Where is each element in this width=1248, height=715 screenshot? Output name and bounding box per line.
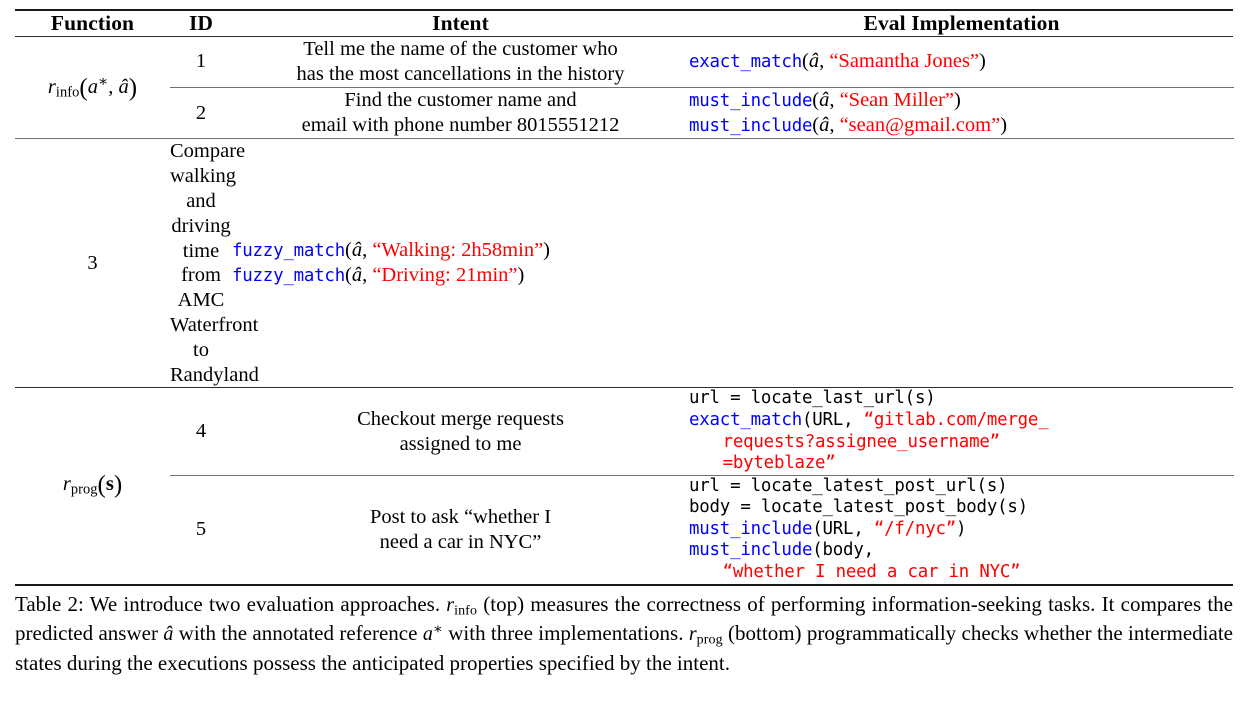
caption-math-a-hat: â <box>163 623 174 646</box>
function-subscript: info <box>55 85 80 102</box>
intent-line: need a car in NYC” <box>379 530 542 553</box>
row-rule <box>170 474 1234 476</box>
function-symbol: r <box>62 473 71 496</box>
intent-4: Checkout merge requests assigned to me <box>232 388 689 474</box>
table-row: 5 Post to ask “whether I need a car in N… <box>15 476 1234 584</box>
eval-impl-3: fuzzy_match(â, “Walking: 2h58min”) fuzzy… <box>232 139 689 387</box>
intent-line: Post to ask “whether I <box>369 505 552 528</box>
caption-math-r-prog: rprog <box>688 623 723 648</box>
table-bottom-rule <box>15 583 1233 586</box>
eval-line: fuzzy_match(â, “Driving: 21min”) <box>232 264 525 287</box>
column-header-intent: Intent <box>432 11 489 35</box>
function-subscript: prog <box>70 482 98 499</box>
function-arg-state: s <box>105 473 114 496</box>
caption-math-a-star: a∗ <box>422 621 443 646</box>
eval-table: Function ID Intent Eval Implementation <box>15 11 1234 36</box>
eval-line: must_include(URL, “/f/nyc”) <box>689 518 967 539</box>
eval-line: requests?assignee_username” <box>722 431 1000 452</box>
eval-line: body = locate_latest_post_body(s) <box>689 497 1028 518</box>
intent-line: from AMC Waterfront to Randyland <box>170 264 259 386</box>
eval-line: “whether I need a car in NYC” <box>722 562 1021 582</box>
eval-impl-5: url = locate_latest_post_url(s) body = l… <box>689 476 1234 584</box>
eval-line: url = locate_latest_post_url(s) <box>689 475 1008 496</box>
function-arg-reference: a <box>87 76 98 99</box>
eval-line: must_include(body, <box>689 540 874 561</box>
caption-segment: with three implementations. <box>442 621 689 646</box>
function-label-r-info: rinfo(a∗, â) <box>47 73 138 102</box>
intent-line: Checkout merge requests <box>357 407 564 430</box>
table-header-row: Function ID Intent Eval Implementation <box>15 11 1234 36</box>
table-row: 3 Compare walking and driving time from … <box>15 139 1234 387</box>
function-arg-prediction: â <box>118 76 129 99</box>
table-row: rinfo(a∗, â) 1 Tell me the name of the c… <box>15 37 1234 102</box>
intent-line: Tell me the name of the customer who <box>303 38 618 60</box>
function-symbol: r <box>47 76 56 99</box>
intent-line: email with phone number 8015551212 <box>301 114 620 136</box>
function-label-r-prog: rprog(s) <box>62 471 123 499</box>
eval-line: =byteblaze” <box>722 453 836 474</box>
intent-1: Tell me the name of the customer who has… <box>232 37 689 87</box>
caption-math-r-info: rinfo <box>446 593 478 619</box>
eval-line: must_include(â, “Sean Miller”) <box>689 88 961 111</box>
intent-line: has the most cancellations in the histor… <box>296 62 625 85</box>
table-row: 2 Find the customer name and email with … <box>15 88 1234 139</box>
intent-line: Compare walking and driving time <box>170 140 246 262</box>
eval-line: exact_match(â, “Samantha Jones”) <box>689 50 986 73</box>
column-header-function: Function <box>50 11 135 35</box>
eval-impl-4: url = locate_last_url(s) exact_match(URL… <box>689 388 1234 474</box>
header-bottom-rule <box>15 36 1233 37</box>
eval-impl-1: exact_match(â, “Samantha Jones”) <box>689 37 1234 87</box>
intent-5: Post to ask “whether I need a car in NYC… <box>232 476 689 584</box>
intent-line: Find the customer name and <box>344 89 577 112</box>
row-group-r-info: rinfo(a∗, â) 1 Tell me the name of the c… <box>15 37 1234 387</box>
table-caption: Table 2: We introduce two evaluation app… <box>15 586 1233 677</box>
eval-line: exact_match(URL, “gitlab.com/merge_ <box>689 409 1049 430</box>
row-separator-row <box>15 138 1234 140</box>
caption-segment: (bottom) programmatically checks whether… <box>15 621 1233 675</box>
caption-segment: with the annotated reference <box>173 621 423 646</box>
row-separator-row <box>15 474 1234 476</box>
intent-3: Compare walking and driving time from AM… <box>170 139 259 387</box>
intent-line: assigned to me <box>399 432 522 455</box>
row-rule <box>170 86 1234 88</box>
caption-label: Table 2: <box>15 591 84 616</box>
row-id-4: 4 <box>195 420 207 443</box>
eval-line: fuzzy_match(â, “Walking: 2h58min”) <box>232 238 550 261</box>
row-rule <box>15 138 689 140</box>
column-header-eval-implementation: Eval Implementation <box>863 11 1060 35</box>
eval-line: must_include(â, “sean@gmail.com”) <box>689 114 1008 136</box>
row-rule <box>689 138 1234 140</box>
row-id-2: 2 <box>195 101 207 124</box>
caption-segment: (top) measures the correctness of perfor… <box>15 591 1233 646</box>
table-top-rule <box>15 9 1233 11</box>
table-row: rprog(s) 4 Checkout merge requests assig… <box>15 388 1234 499</box>
eval-line: url = locate_last_url(s) <box>689 388 936 409</box>
row-id-1: 1 <box>195 50 207 73</box>
row-id-5: 5 <box>195 518 207 541</box>
group-separator-rule <box>15 387 1233 389</box>
caption-segment: We introduce two evaluation approaches. <box>83 591 447 616</box>
row-separator-row <box>15 86 1234 88</box>
eval-impl-2: must_include(â, “Sean Miller”) must_incl… <box>689 88 1234 139</box>
column-header-id: ID <box>188 11 214 35</box>
top-spacer <box>15 0 1233 9</box>
row-id-3: 3 <box>87 251 98 274</box>
intent-2: Find the customer name and email with ph… <box>232 88 689 139</box>
row-group-r-prog: rprog(s) 4 Checkout merge requests assig… <box>15 388 1234 583</box>
